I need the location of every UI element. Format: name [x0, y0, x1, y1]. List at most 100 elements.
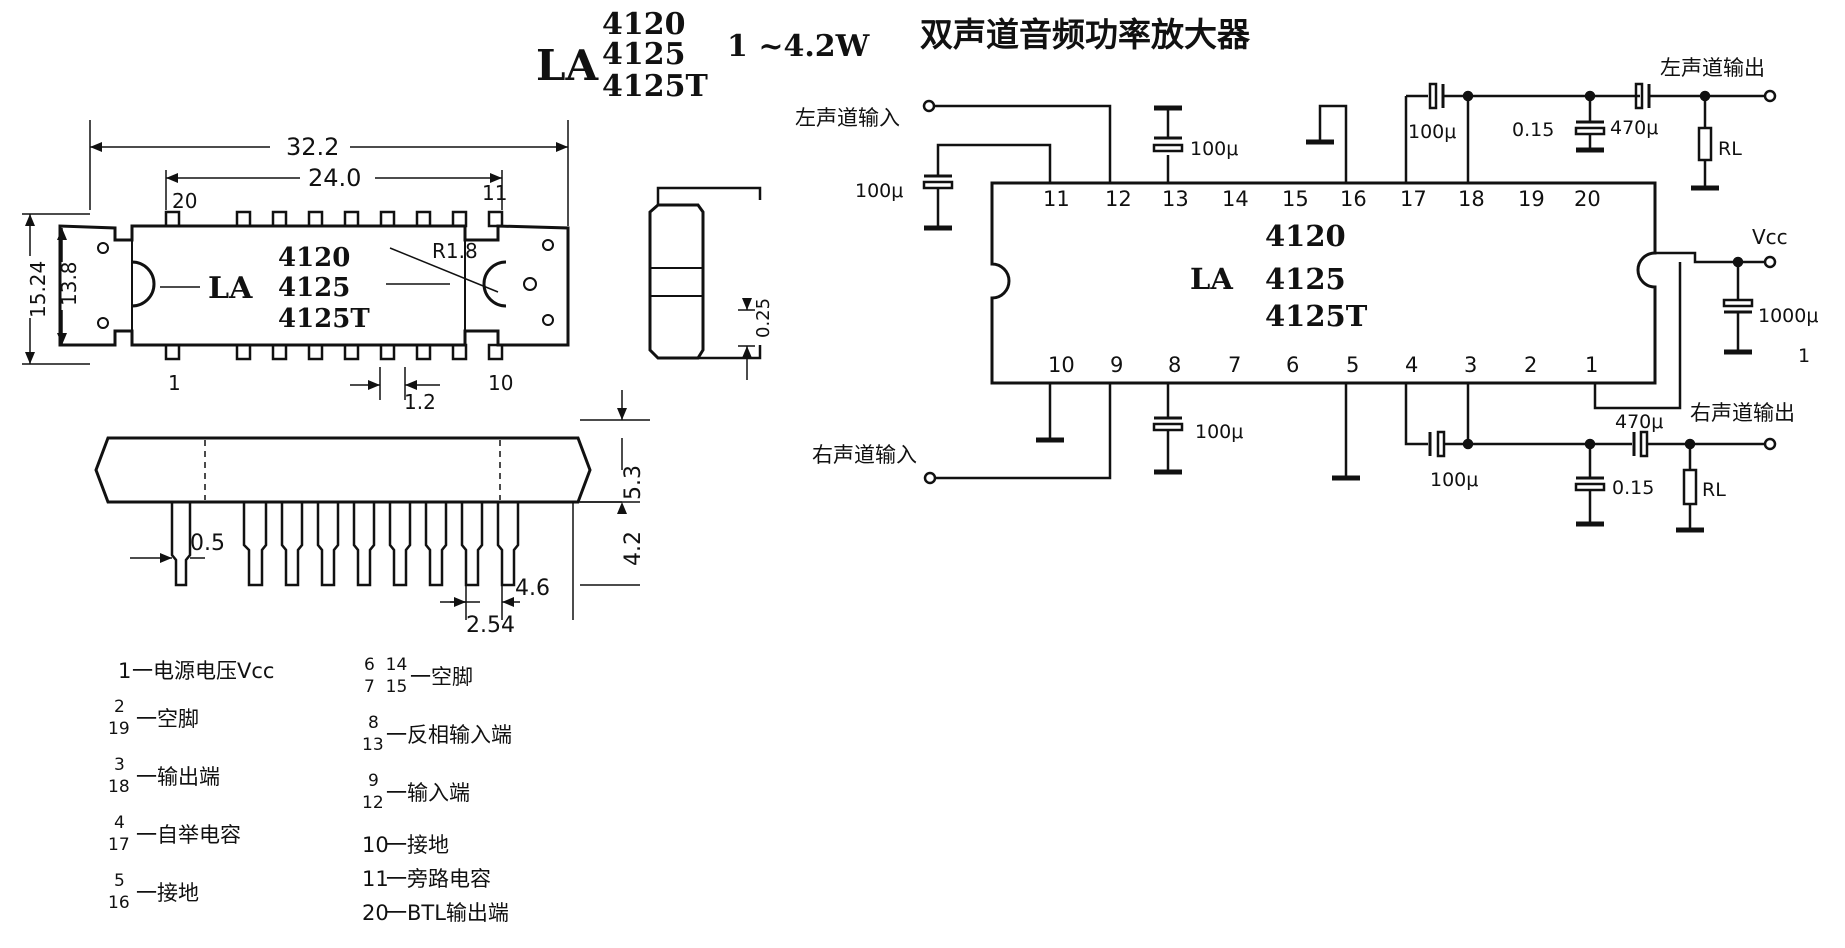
- ic-body: [990, 181, 1657, 385]
- pkg-body-model-2: 4125: [278, 273, 350, 303]
- wire-right-input: [936, 383, 1112, 480]
- label-cap-pin8: 100μ: [1195, 421, 1243, 443]
- right-input-terminal: [923, 471, 937, 485]
- package-end-view: [648, 186, 762, 360]
- wire-pin1-vcc: [1593, 262, 1682, 410]
- legend-num: 10: [362, 833, 389, 857]
- side-view-leads: [170, 502, 520, 587]
- end-view-body: [648, 203, 705, 360]
- legend-num: 5: [114, 871, 125, 891]
- wire-pin4: [1404, 383, 1428, 446]
- legend-text: 一自举电容: [136, 823, 241, 847]
- mount-hole-bl: [97, 317, 109, 329]
- legend-num: 20: [362, 901, 389, 925]
- package-side-view: 5.3 4.2 4.6 0.5 2.54: [94, 390, 650, 638]
- pkg-pin: [271, 210, 288, 228]
- pkg-pin: [451, 210, 468, 228]
- label-left-input: 左声道输入: [795, 106, 900, 130]
- legend-num: 3: [114, 755, 125, 775]
- pkg-body-model-3: 4125T: [278, 304, 370, 334]
- right-output-terminal: [1763, 437, 1777, 451]
- wire-left-input: [935, 104, 1112, 183]
- label-right-input: 右声道输入: [812, 443, 917, 467]
- cap-plate: [1574, 482, 1606, 492]
- ic-pin-number: 19: [1518, 187, 1545, 211]
- cap-plate: [1574, 126, 1606, 136]
- dim-15-24: 15.24: [26, 261, 50, 318]
- pin1-marker: [523, 277, 537, 291]
- side-view-labels: 5.3 4.2 4.6 0.5 2.54: [190, 465, 646, 638]
- pin-legend: 1 一电源电压Vcc 2 19 一空脚 3 18 一输出端 4 17 一自举电容…: [108, 655, 512, 925]
- pkg-pin: [164, 343, 181, 361]
- ic-pin-number: 16: [1340, 187, 1367, 211]
- ic-pin-number: 14: [1222, 187, 1249, 211]
- legend-text: 一接地: [386, 833, 449, 857]
- ic-pin-number: 5: [1346, 353, 1359, 377]
- pkg-pin: [271, 343, 288, 361]
- dim-13-8: 13.8: [57, 261, 81, 306]
- schematic: 4120 LA 4125 4125T 11 12 13 14 15 16 17 …: [795, 56, 1818, 533]
- legend-num: 13: [362, 735, 384, 755]
- label-vcc: Vcc: [1752, 225, 1788, 249]
- legend-num: 12: [362, 793, 384, 813]
- ic-pin-number: 1: [1585, 353, 1598, 377]
- dim-0-25: 0.25: [753, 298, 774, 338]
- legend-text: 一输出端: [136, 765, 220, 789]
- pkg-pin: [487, 210, 504, 228]
- side-view-body: [94, 436, 592, 504]
- ic-labels: 4120 LA 4125 4125T 11 12 13 14 15 16 17 …: [1043, 187, 1601, 377]
- ic-pin-number: 18: [1458, 187, 1485, 211]
- wire-vcc: [1655, 251, 1764, 264]
- header-title: 双声道音频功率放大器: [920, 15, 1251, 54]
- pkg-pin: [415, 210, 432, 228]
- pkg-pin: [307, 343, 324, 361]
- cap-plate: [1436, 430, 1446, 458]
- cap-plate: [1152, 143, 1184, 153]
- resistor-rl-left: [1697, 126, 1713, 162]
- legend-num: 2: [114, 697, 125, 717]
- cap-plate: [1152, 422, 1184, 432]
- package-notch-right: [482, 260, 507, 308]
- legend-num: 17: [108, 835, 130, 855]
- ic-pin-number: 3: [1464, 353, 1477, 377]
- ic-pin-number: 13: [1162, 187, 1189, 211]
- ic-pin-number: 7: [1228, 353, 1241, 377]
- dim-2-54: 2.54: [466, 613, 515, 638]
- ic-model-3: 4125T: [1265, 299, 1368, 333]
- wire-pin11: [936, 143, 1052, 183]
- legend-text: 一电源电压Vcc: [132, 659, 274, 683]
- package-body-edges: [131, 240, 466, 331]
- dim-r1-8: R1.8: [432, 239, 478, 263]
- legend-num: 4: [114, 813, 125, 833]
- ic-pin-number: 8: [1168, 353, 1181, 377]
- mount-hole-tl: [97, 242, 109, 254]
- junction: [1462, 90, 1474, 102]
- label-left-output: 左声道输出: [1660, 56, 1765, 80]
- pkg-pin: [235, 343, 252, 361]
- label-cap-015-left: 0.15: [1512, 119, 1554, 141]
- dimension-arrows: [25, 142, 752, 390]
- dim-4-2: 4.2: [621, 531, 646, 566]
- legend-num: 8: [368, 713, 379, 733]
- schematic-labels: 左声道输入 右声道输入 左声道输出 右声道输出 Vcc 100μ 100μ 10…: [795, 56, 1818, 501]
- dim-24-0: 24.0: [308, 164, 361, 192]
- side-dimension-arrows: [160, 408, 627, 607]
- legend-text: 一旁路电容: [386, 867, 491, 891]
- cap-plate: [922, 180, 954, 190]
- legend-text: 一接地: [136, 881, 199, 905]
- legend-text: 一反相输入端: [386, 723, 512, 747]
- package-notch: [131, 260, 156, 308]
- legend-num: 9: [368, 771, 379, 791]
- package-top-pins: [164, 210, 504, 228]
- dim-5-3: 5.3: [621, 465, 646, 500]
- pkg-pin: [307, 210, 324, 228]
- junction: [1462, 438, 1474, 450]
- legend-num: 7 15: [364, 677, 407, 697]
- cap-plate: [1639, 430, 1649, 458]
- pkg-pin: [487, 343, 504, 361]
- end-view-lead-top: [656, 186, 762, 205]
- legend-text: 一BTL输出端: [386, 901, 509, 925]
- pkg-pin: [343, 210, 360, 228]
- label-cap-pin13: 100μ: [1190, 138, 1238, 160]
